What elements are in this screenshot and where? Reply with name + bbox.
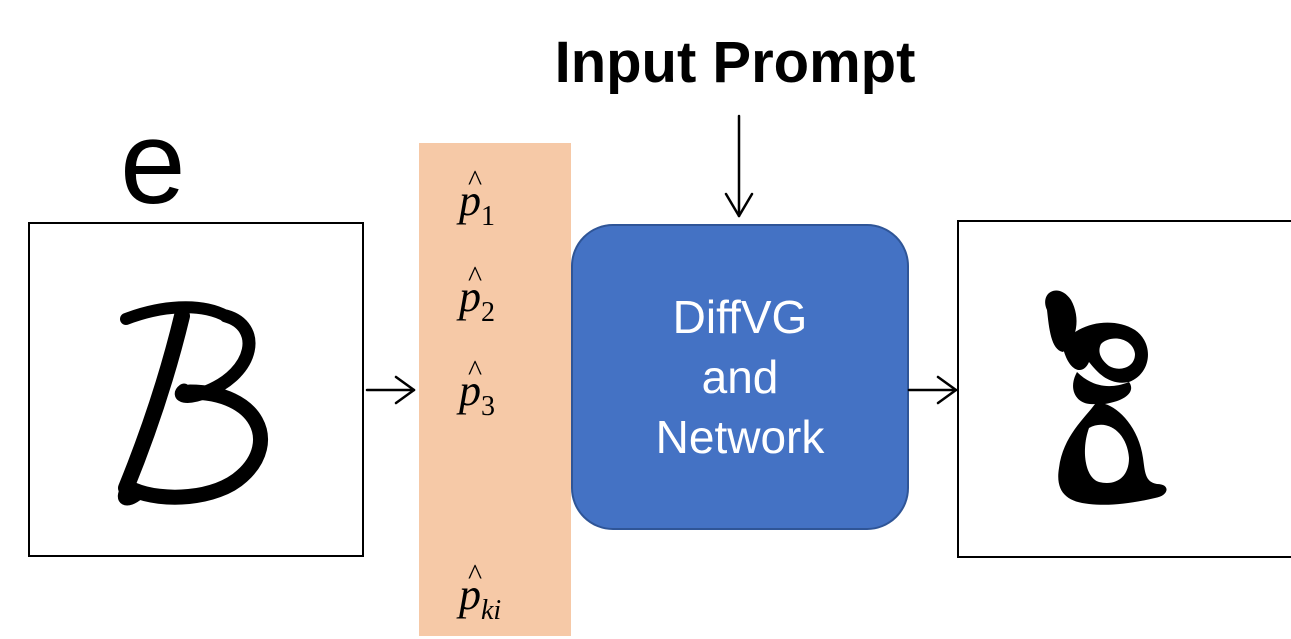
parameter-strip: ^p1 ^p2 ^p3 ^pki xyxy=(419,143,571,636)
network-label-line3: Network xyxy=(655,411,825,463)
input-arrow xyxy=(365,375,416,405)
param-p2: ^p2 xyxy=(459,260,495,328)
input-glyph-panel xyxy=(28,222,364,557)
output-arrow xyxy=(907,375,958,405)
output-glyph-panel xyxy=(957,220,1291,558)
calligraphic-b-glyph xyxy=(117,301,268,506)
network-label-line2: and xyxy=(701,351,779,403)
input-prompt-label: Input Prompt xyxy=(554,30,916,95)
param-pki: ^pki xyxy=(459,558,502,626)
prompt-arrow xyxy=(724,114,754,218)
param-p1: ^p1 xyxy=(459,164,495,232)
network-label-line1: DiffVG xyxy=(672,291,808,343)
param-p3: ^p3 xyxy=(459,354,495,422)
rabbit-glyph xyxy=(1045,290,1167,505)
cropped-letter: e xyxy=(120,97,186,229)
diffvg-network-box: DiffVG and Network xyxy=(571,224,909,530)
